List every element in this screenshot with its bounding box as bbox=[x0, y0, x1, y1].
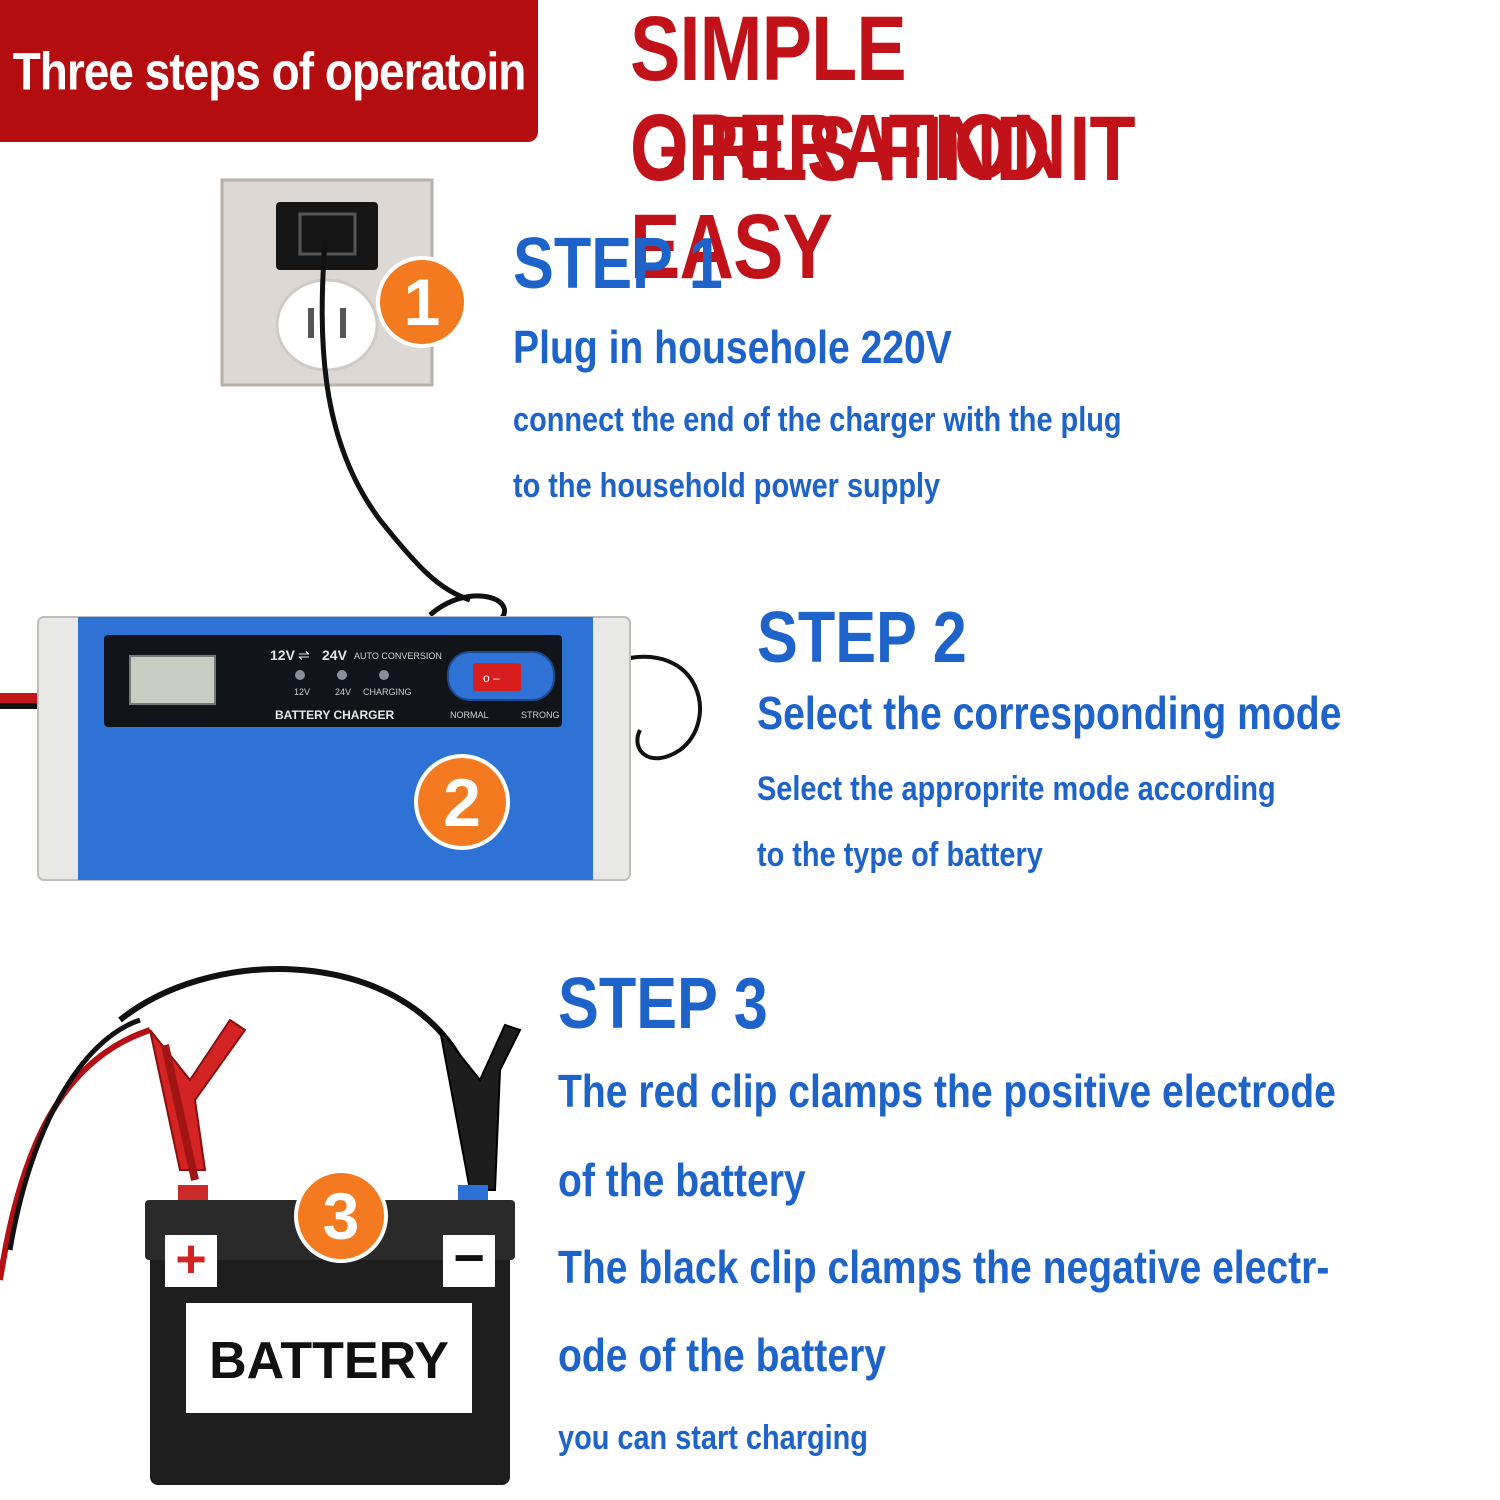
led-charging bbox=[379, 670, 389, 680]
voltage-left-label: 12V bbox=[270, 647, 296, 663]
battery-label-plate bbox=[186, 1303, 472, 1413]
outlet-socket bbox=[275, 278, 379, 372]
mode-label-strong: STRONG bbox=[521, 710, 560, 720]
step-2-lead: Select the corresponding mode bbox=[757, 687, 1342, 739]
red-cable bbox=[0, 1027, 151, 1281]
section-banner: Three steps of operatoin bbox=[0, 0, 538, 142]
led-label-24v: 24V bbox=[335, 687, 351, 697]
step-3-badge-number: 3 bbox=[323, 1179, 360, 1253]
svg-text:⇌: ⇌ bbox=[298, 647, 310, 663]
headline-line-2: GIRLS FIND IT EASY bbox=[630, 98, 1136, 298]
mode-switch[interactable] bbox=[473, 663, 521, 691]
step-3-line-1: The red clip clamps the positive electro… bbox=[558, 1065, 1336, 1117]
step-2-badge-number: 2 bbox=[443, 765, 481, 841]
banner-label: Three steps of operatoin bbox=[12, 41, 527, 101]
step-1-line-1: connect the end of the charger with the … bbox=[513, 401, 1122, 439]
plus-terminal-label bbox=[165, 1235, 217, 1287]
step-2-line-1: Select the approprite mode according bbox=[757, 770, 1276, 808]
plus-sign: + bbox=[175, 1229, 207, 1289]
step-3-title: STEP 3 bbox=[558, 964, 768, 1044]
step-2-badge: 2 bbox=[414, 754, 510, 850]
minus-sign: − bbox=[453, 1228, 485, 1288]
lcd-display bbox=[129, 655, 216, 705]
step-1-line-2: to the household power supply bbox=[513, 467, 941, 505]
plug-head bbox=[276, 202, 378, 270]
mode-label-normal: NORMAL bbox=[450, 710, 489, 720]
step-1-title: STEP 1 bbox=[513, 224, 723, 304]
charger-panel bbox=[104, 635, 562, 727]
black-clip bbox=[439, 1023, 522, 1191]
step-3-line-2: of the battery bbox=[558, 1154, 806, 1206]
step-3-line-5: you can start charging bbox=[558, 1419, 868, 1457]
led-label-charging: CHARGING bbox=[363, 687, 412, 697]
step-2-line-2: to the type of battery bbox=[757, 836, 1043, 874]
step-3-line-4: ode of the battery bbox=[558, 1329, 887, 1381]
step-1-badge: 1 bbox=[376, 256, 468, 348]
headline-line-1: SIMPLE OPERATION bbox=[630, 0, 1066, 198]
charger-name: BATTERY CHARGER bbox=[275, 708, 394, 722]
led-label-12v: 12V bbox=[294, 687, 310, 697]
step-3-line-3: The black clip clamps the negative elect… bbox=[558, 1241, 1330, 1293]
svg-text:o –: o – bbox=[483, 671, 500, 685]
battery-label: BATTERY bbox=[209, 1332, 449, 1390]
minus-terminal-label bbox=[443, 1235, 495, 1287]
step-3-badge: 3 bbox=[294, 1169, 388, 1263]
step-2-title: STEP 2 bbox=[757, 598, 967, 678]
auto-conversion-label: AUTO CONVERSION bbox=[354, 651, 442, 661]
step-1-lead: Plug in househole 220V bbox=[513, 321, 952, 373]
red-clip bbox=[149, 1018, 247, 1171]
power-cable bbox=[319, 239, 471, 603]
battery-illustration: + − BATTERY bbox=[0, 966, 522, 1485]
led-12v bbox=[295, 670, 305, 680]
led-24v bbox=[337, 670, 347, 680]
voltage-right-label: 24V bbox=[322, 647, 348, 663]
battery-charger-illustration: 12V ⇌ 24V AUTO CONVERSION 12V 24V CHARGI… bbox=[0, 593, 702, 881]
step-1-badge-number: 1 bbox=[404, 265, 441, 339]
